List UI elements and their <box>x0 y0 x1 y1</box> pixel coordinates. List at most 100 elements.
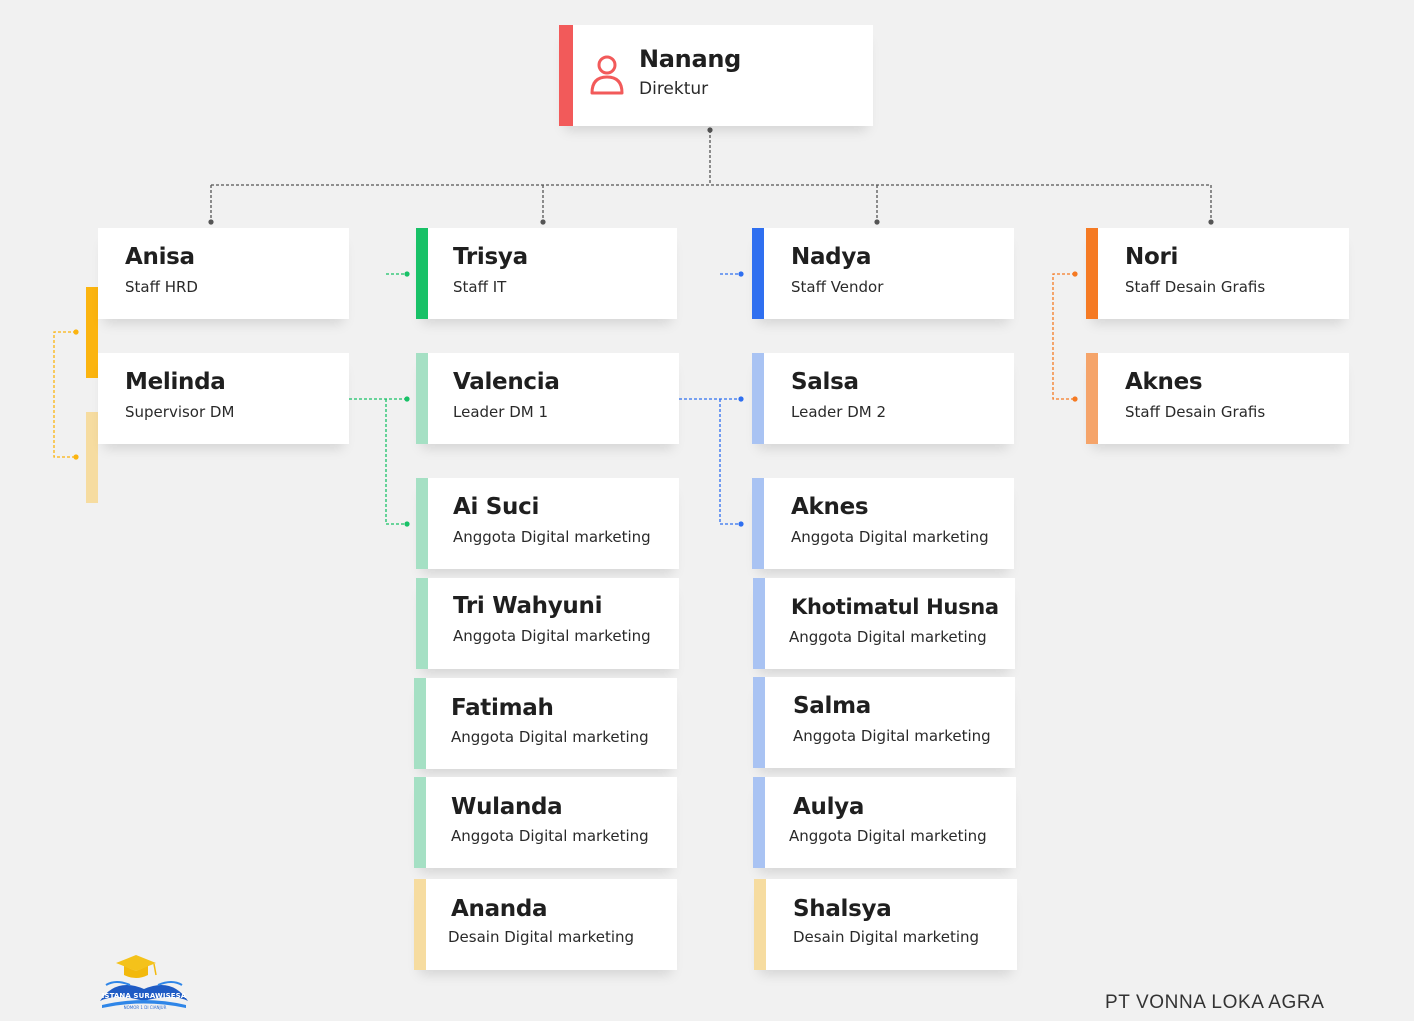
person-icon <box>590 55 624 95</box>
card-role: Supervisor DM <box>125 403 235 421</box>
card-melinda: Melinda Supervisor DM <box>98 353 349 444</box>
company-name: PT VONNA LOKA AGRA <box>1105 992 1325 1013</box>
card-role: Staff Vendor <box>791 278 884 296</box>
card-name: Valencia <box>453 369 560 395</box>
connector-dot <box>1072 271 1078 277</box>
card-ananda: Ananda Desain Digital marketing <box>414 879 677 970</box>
connector-dot <box>404 396 410 402</box>
card-role: Anggota Digital marketing <box>789 827 987 845</box>
card-accent-bar <box>414 879 426 970</box>
card-role: Staff HRD <box>125 278 198 296</box>
card-name: Wulanda <box>451 794 563 820</box>
card-name: Trisya <box>453 244 528 270</box>
connector-dot <box>1072 396 1078 402</box>
card-aknes-dm: Aknes Anggota Digital marketing <box>752 478 1014 569</box>
card-accent-bar <box>416 353 428 444</box>
card-accent-bar <box>753 677 765 768</box>
connector-dot <box>73 454 79 460</box>
connector-dot <box>738 271 744 277</box>
card-wulanda: Wulanda Anggota Digital marketing <box>414 777 677 868</box>
card-aknes-grafis: Aknes Staff Desain Grafis <box>1086 353 1349 444</box>
card-accent-bar <box>752 353 764 444</box>
card-khotimatul-husna: Khotimatul Husna Anggota Digital marketi… <box>753 578 1015 669</box>
card-role: Staff Desain Grafis <box>1125 403 1266 421</box>
card-role: Anggota Digital marketing <box>789 628 987 646</box>
connector-dot <box>404 521 410 527</box>
dm-side-marker <box>86 412 98 503</box>
card-nadya: Nadya Staff Vendor <box>752 228 1014 319</box>
graduation-cap-book-logo-icon <box>100 955 188 1008</box>
card-aulya: Aulya Anggota Digital marketing <box>753 777 1016 868</box>
card-accent-bar <box>753 777 765 868</box>
connector-dot <box>404 271 410 277</box>
card-role: Desain Digital marketing <box>793 928 980 946</box>
card-role: Direktur <box>639 79 709 99</box>
card-accent-bar <box>414 678 426 769</box>
logo-text: ISTANA SURAWISESA <box>101 992 187 1000</box>
connector-dot <box>874 219 880 225</box>
card-accent-bar <box>754 879 766 970</box>
card-accent-bar <box>752 228 764 319</box>
hrd-side-marker <box>86 287 98 378</box>
card-salma: Salma Anggota Digital marketing <box>753 677 1015 768</box>
card-valencia: Valencia Leader DM 1 <box>416 353 679 444</box>
card-role: Anggota Digital marketing <box>451 728 649 746</box>
card-name: Melinda <box>125 369 226 395</box>
connector-dot <box>1208 219 1214 225</box>
card-name: Salsa <box>791 369 859 395</box>
card-role: Leader DM 2 <box>791 403 887 421</box>
connector-dot <box>707 127 713 133</box>
card-accent-bar <box>752 478 764 569</box>
card-accent-bar <box>416 228 428 319</box>
card-name: Khotimatul Husna <box>791 595 999 619</box>
green-connector <box>349 398 407 525</box>
card-name: Anisa <box>125 244 195 270</box>
card-accent-bar <box>1086 353 1098 444</box>
card-role: Staff IT <box>453 278 507 296</box>
card-accent-bar <box>416 578 428 669</box>
card-name: Aknes <box>1125 369 1203 395</box>
card-tri-wahyuni: Tri Wahyuni Anggota Digital marketing <box>416 578 679 669</box>
card-accent-bar <box>414 777 426 868</box>
card-nori: Nori Staff Desain Grafis <box>1086 228 1349 319</box>
card-accent-bar <box>416 478 428 569</box>
card-anisa: Anisa Staff HRD <box>98 228 349 319</box>
connector-dot <box>208 219 214 225</box>
card-role: Anggota Digital marketing <box>453 528 651 546</box>
connector-dot <box>738 521 744 527</box>
connector-dot <box>73 329 79 335</box>
card-role: Leader DM 1 <box>453 403 549 421</box>
yellow-connector <box>53 331 76 458</box>
card-name: Fatimah <box>451 695 554 721</box>
connector-dot <box>540 219 546 225</box>
card-name: Aknes <box>791 494 869 520</box>
orange-connector <box>1052 273 1075 400</box>
card-name: Tri Wahyuni <box>453 593 603 619</box>
card-role: Anggota Digital marketing <box>453 627 651 645</box>
card-name: Shalsya <box>793 896 892 922</box>
card-name: Nanang <box>639 45 742 73</box>
blue-connector <box>679 398 741 525</box>
card-accent-bar <box>753 578 765 669</box>
card-role: Anggota Digital marketing <box>451 827 649 845</box>
company-logo: ISTANA SURAWISESA NOMOR 1 DI CIANJUR <box>96 955 192 1017</box>
card-role: Anggota Digital marketing <box>793 727 991 745</box>
card-nanang: Nanang Direktur <box>559 25 873 126</box>
card-fatimah: Fatimah Anggota Digital marketing <box>414 678 677 769</box>
card-accent-bar <box>559 25 573 126</box>
card-role: Desain Digital marketing <box>448 928 635 946</box>
logo-subtext: NOMOR 1 DI CIANJUR <box>123 1005 167 1010</box>
connector-dot <box>738 396 744 402</box>
card-salsa: Salsa Leader DM 2 <box>752 353 1014 444</box>
card-name: Ananda <box>451 896 548 922</box>
card-role: Staff Desain Grafis <box>1125 278 1266 296</box>
card-shalsya: Shalsya Desain Digital marketing <box>754 879 1017 970</box>
card-name: Nadya <box>791 244 872 270</box>
card-trisya: Trisya Staff IT <box>416 228 677 319</box>
card-name: Ai Suci <box>453 494 540 520</box>
card-name: Salma <box>793 693 871 719</box>
card-accent-bar <box>1086 228 1098 319</box>
card-name: Nori <box>1125 244 1179 270</box>
